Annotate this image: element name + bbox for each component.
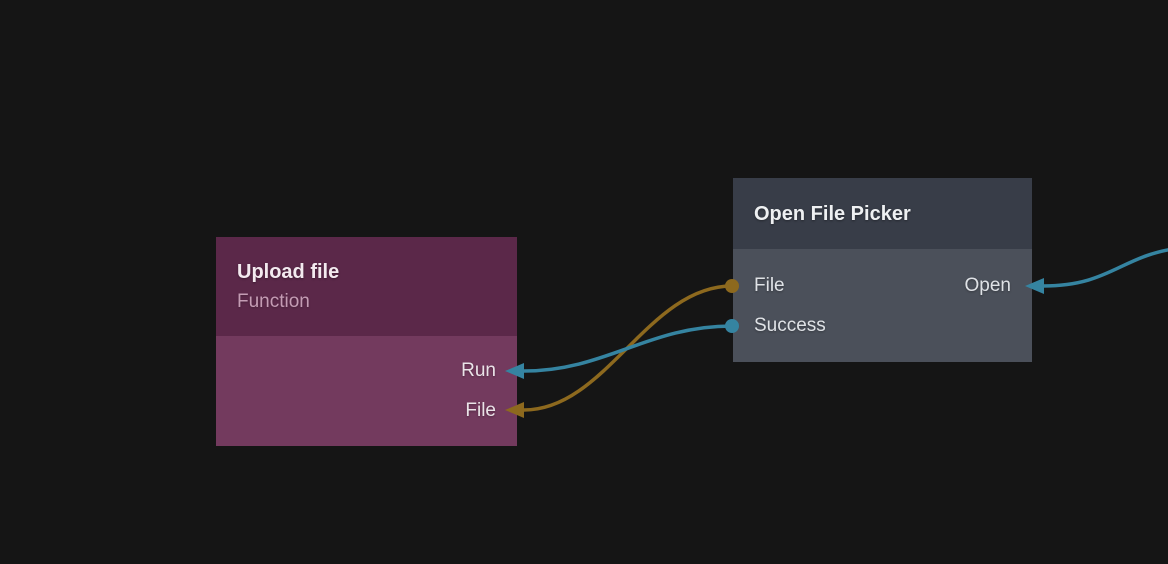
node-upload-file[interactable]: Upload file Function Run File <box>216 237 517 446</box>
output-port-file-label[interactable]: File <box>754 275 785 296</box>
node-open-file-picker[interactable]: Open File Picker File Open Success <box>733 178 1032 362</box>
output-port-success-label[interactable]: Success <box>754 315 826 336</box>
input-port-run-label: Run <box>461 360 496 381</box>
input-port-file-label: File <box>465 400 496 421</box>
node-upload-file-body: Run File <box>216 336 517 446</box>
input-port-run[interactable]: Run <box>216 351 517 391</box>
wire-offscreen-to-picker-open[interactable] <box>1041 248 1168 288</box>
node-upload-file-subtitle: Function <box>237 290 310 312</box>
node-upload-file-title: Upload file <box>237 260 340 283</box>
node-open-file-picker-header[interactable]: Open File Picker <box>733 178 1032 249</box>
node-upload-file-header[interactable]: Upload file Function <box>216 237 517 336</box>
wire-picker-success-to-upload-run[interactable] <box>522 324 734 373</box>
port-row-success: Success <box>733 306 1032 346</box>
node-open-file-picker-body: File Open Success <box>733 249 1032 362</box>
port-row-file-open: File Open <box>733 266 1032 306</box>
input-port-file[interactable]: File <box>216 391 517 431</box>
node-open-file-picker-title: Open File Picker <box>754 202 911 225</box>
wire-picker-file-to-upload-file[interactable] <box>522 284 734 412</box>
input-port-open-label[interactable]: Open <box>964 275 1011 296</box>
